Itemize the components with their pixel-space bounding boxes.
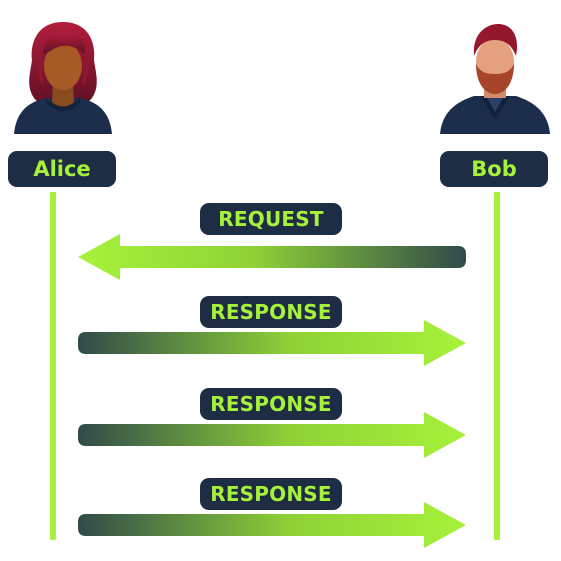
- response-arrow-2: [78, 412, 466, 458]
- bob-lifeline: [494, 192, 500, 540]
- response-arrow-3: [78, 502, 466, 548]
- man-avatar-icon: [440, 24, 550, 134]
- response-label-2: RESPONSE: [200, 388, 342, 420]
- request-arrow: [78, 234, 466, 280]
- response-arrow-1: [78, 320, 466, 366]
- request-label: REQUEST: [200, 203, 342, 235]
- alice-name-tag: Alice: [8, 151, 116, 187]
- bob-name-tag: Bob: [440, 151, 548, 187]
- alice-avatar: Alice: [8, 16, 118, 187]
- alice-lifeline: [50, 192, 56, 540]
- response-label-3: RESPONSE: [200, 478, 342, 510]
- response-label-1: RESPONSE: [200, 296, 342, 328]
- bob-avatar: Bob: [440, 16, 550, 187]
- woman-avatar-icon: [14, 22, 112, 134]
